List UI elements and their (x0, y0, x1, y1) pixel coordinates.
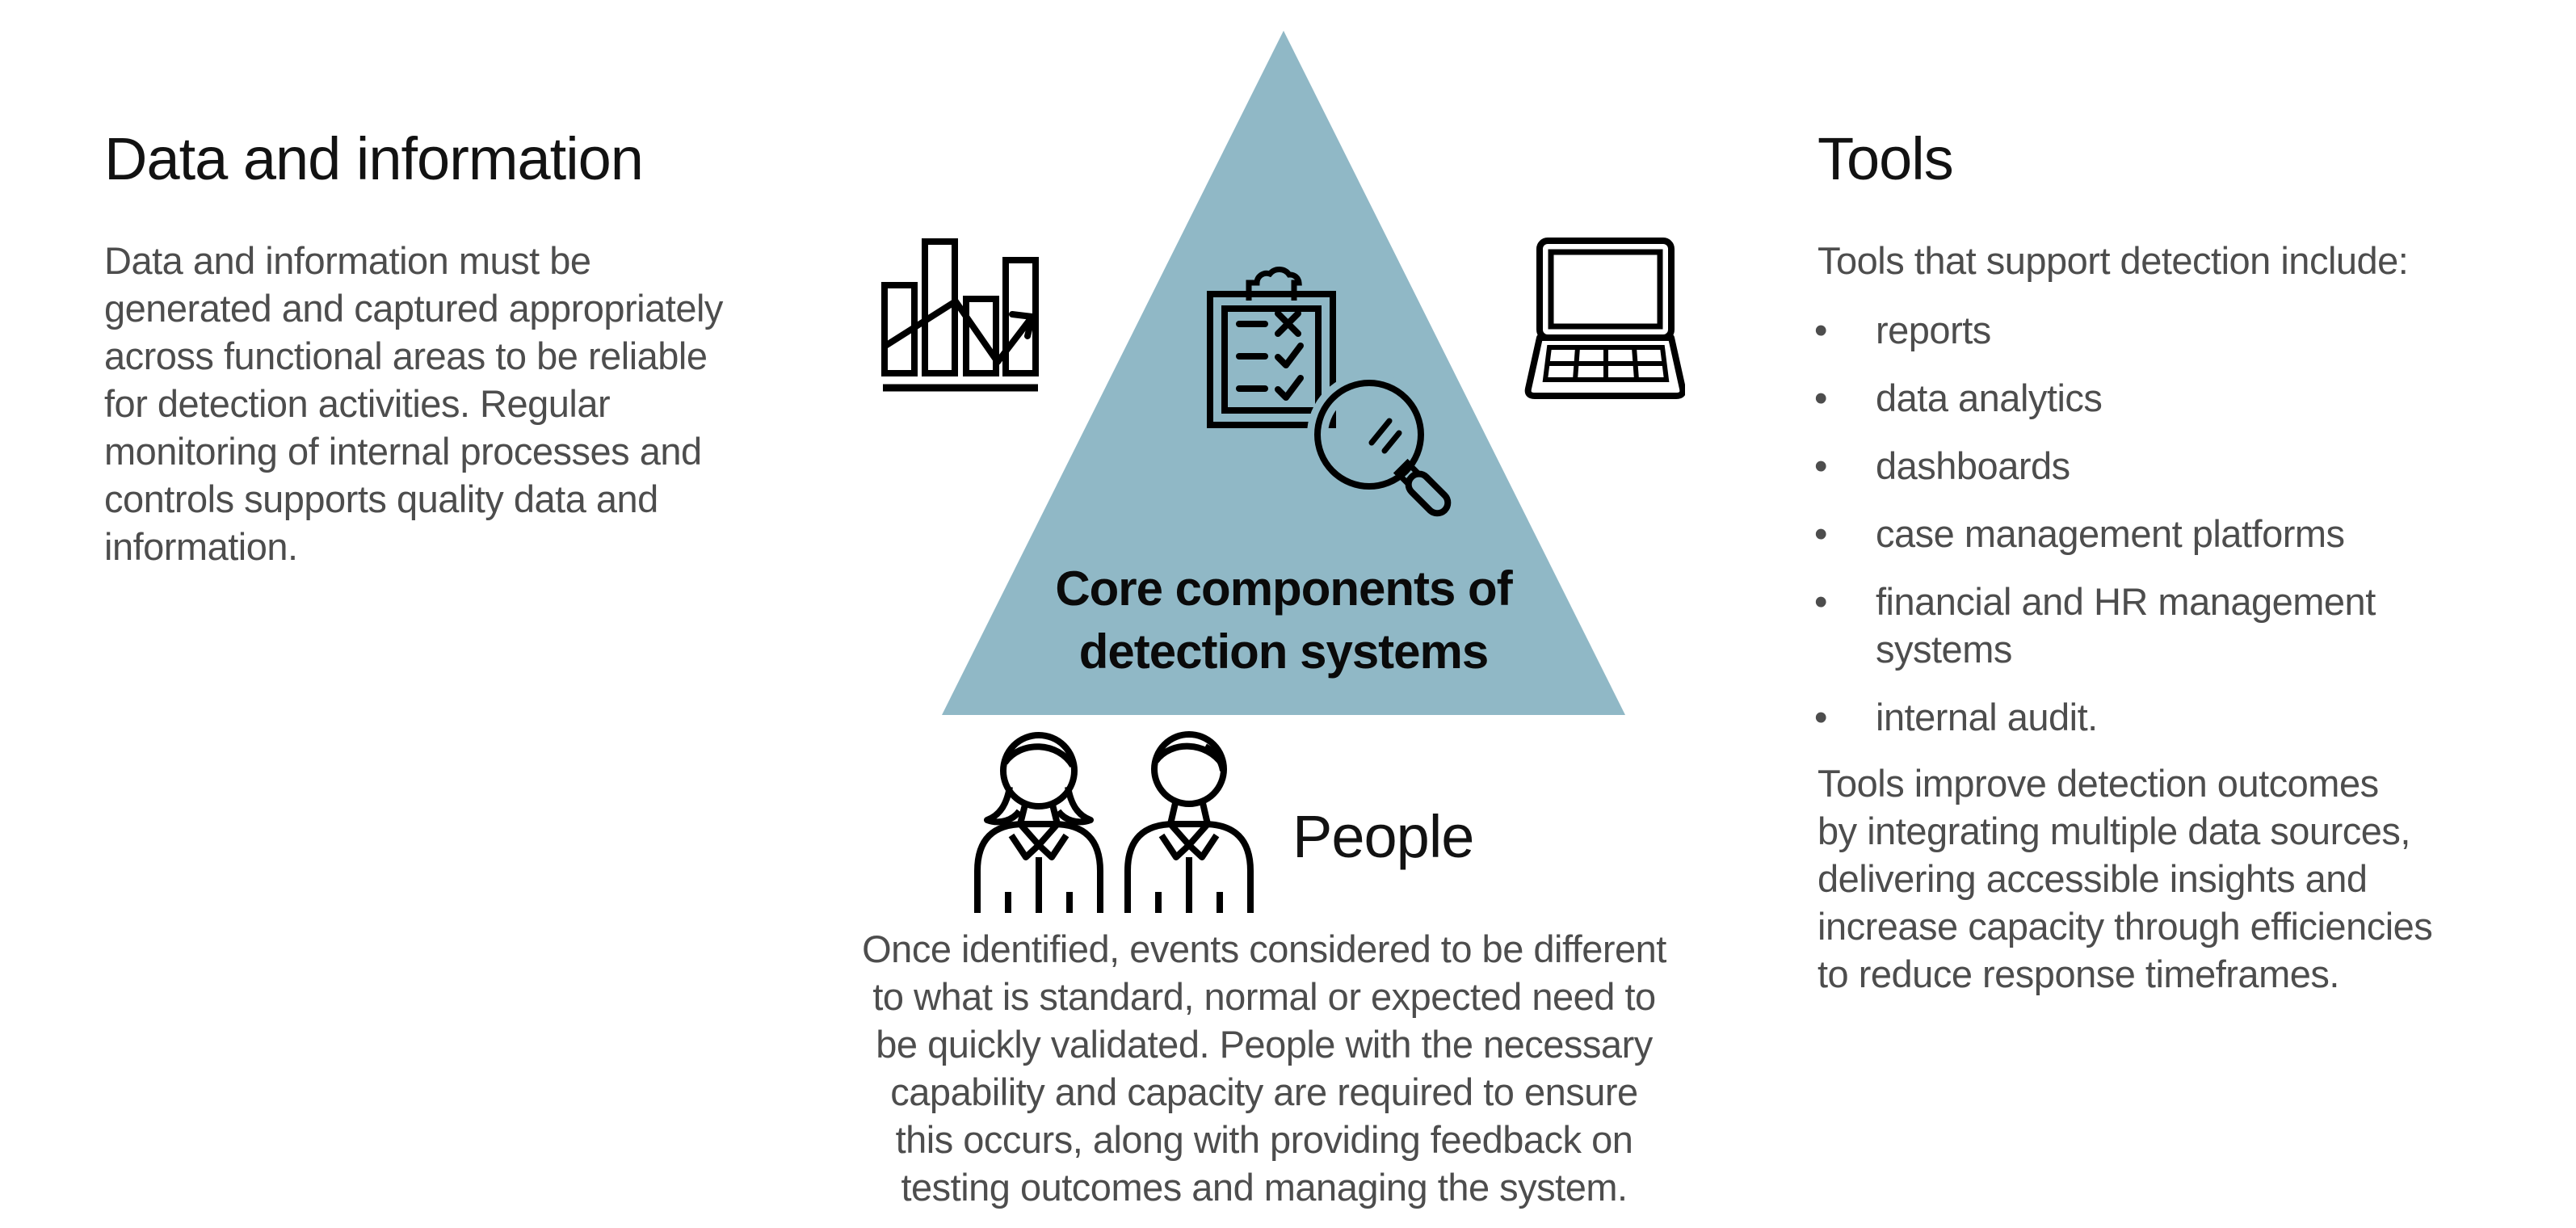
data-section-title: Data and information (104, 125, 644, 192)
bullet-dot: • (1814, 444, 1828, 487)
bullet-dot: • (1814, 696, 1828, 738)
laptop-icon (1524, 238, 1685, 399)
people-section-paragraph: Once identified, events considered to be… (862, 927, 1666, 1209)
clipboard-checklist-magnifier-icon (1207, 267, 1452, 517)
bullet-label: data analytics (1876, 376, 2103, 419)
list-item: • financial and HR management systems (1814, 578, 2574, 673)
tools-section-title: Tools (1817, 125, 1954, 192)
bar-chart-icon (880, 238, 1039, 392)
tools-section-intro: Tools that support detection include: (1817, 239, 2409, 282)
two-people-icon (974, 731, 1254, 913)
list-item: • data analytics (1814, 374, 2574, 422)
bullet-label: financial and HR management systems (1876, 580, 2376, 671)
data-section: Data and information (104, 125, 644, 192)
list-item: • dashboards (1814, 442, 2574, 490)
bullet-dot: • (1814, 580, 1828, 623)
bullet-dot: • (1814, 309, 1828, 351)
bullet-dot: • (1814, 512, 1828, 555)
bullet-dot: • (1814, 376, 1828, 419)
list-item: • case management platforms (1814, 510, 2574, 557)
tools-section-closing-paragraph: Tools improve detection outcomes by inte… (1817, 762, 2433, 995)
bullet-label: dashboards (1876, 444, 2070, 487)
list-item: • internal audit. (1814, 693, 2574, 741)
bullet-label: reports (1876, 309, 1991, 351)
bullet-label: case management platforms (1876, 512, 2345, 555)
data-section-paragraph: Data and information must be generated a… (104, 239, 723, 568)
triangle-label: Core components of detection systems (1055, 561, 1512, 679)
tools-bullet-list: • reports • data analytics • dashboards … (1814, 306, 2574, 761)
list-item: • reports (1814, 306, 2574, 354)
bullet-label: internal audit. (1876, 696, 2098, 738)
people-section-title: People (1292, 803, 1474, 870)
